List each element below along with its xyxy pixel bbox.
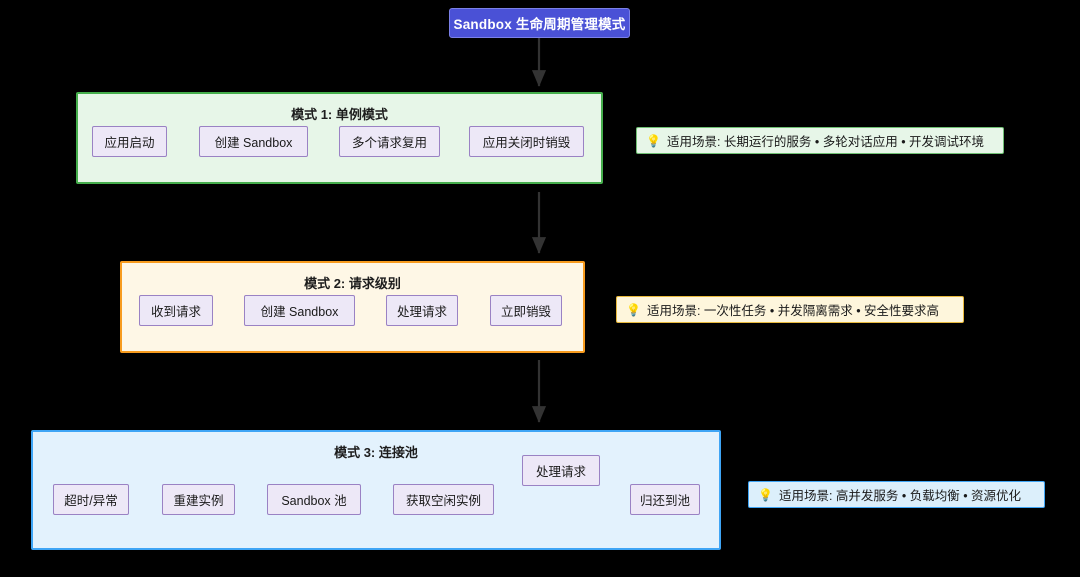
note-request-level-scenarios: 💡 适用场景: 一次性任务 • 并发隔离需求 • 安全性要求高 [616,296,964,323]
page-title: Sandbox 生命周期管理模式 [449,8,630,38]
lightbulb-icon: 💡 [758,487,773,502]
group-2-title: 模式 2: 请求级别 [304,276,401,291]
group-connection-pool-mode: 模式 3: 连接池 [31,430,721,550]
lightbulb-icon: 💡 [626,302,641,317]
node-g3-handle-request[interactable]: 处理请求 [522,455,600,486]
node-g1-create-sandbox[interactable]: 创建 Sandbox [199,126,308,157]
node-g1-destroy-on-close[interactable]: 应用关闭时销毁 [469,126,584,157]
node-g2-handle-request[interactable]: 处理请求 [386,295,458,326]
node-g2-create-sandbox[interactable]: 创建 Sandbox [244,295,355,326]
node-g3-acquire-idle[interactable]: 获取空闲实例 [393,484,494,515]
node-g3-rebuild-instance[interactable]: 重建实例 [162,484,235,515]
node-g1-reuse-requests[interactable]: 多个请求复用 [339,126,440,157]
note-3-text: 适用场景: 高并发服务 • 负载均衡 • 资源优化 [778,489,1022,503]
node-g3-timeout-error[interactable]: 超时/异常 [53,484,129,515]
node-g2-destroy-now[interactable]: 立即销毁 [490,295,562,326]
node-g1-app-start[interactable]: 应用启动 [92,126,167,157]
group-1-title: 模式 1: 单例模式 [291,107,388,122]
node-g3-sandbox-pool[interactable]: Sandbox 池 [267,484,361,515]
lightbulb-icon: 💡 [646,133,661,148]
note-1-text: 适用场景: 长期运行的服务 • 多轮对话应用 • 开发调试环境 [666,135,985,149]
node-g3-return-to-pool[interactable]: 归还到池 [630,484,700,515]
note-2-text: 适用场景: 一次性任务 • 并发隔离需求 • 安全性要求高 [646,304,940,318]
group-3-title: 模式 3: 连接池 [334,445,418,460]
note-connection-pool-scenarios: 💡 适用场景: 高并发服务 • 负载均衡 • 资源优化 [748,481,1045,508]
node-g2-receive-request[interactable]: 收到请求 [139,295,213,326]
note-singleton-scenarios: 💡 适用场景: 长期运行的服务 • 多轮对话应用 • 开发调试环境 [636,127,1004,154]
